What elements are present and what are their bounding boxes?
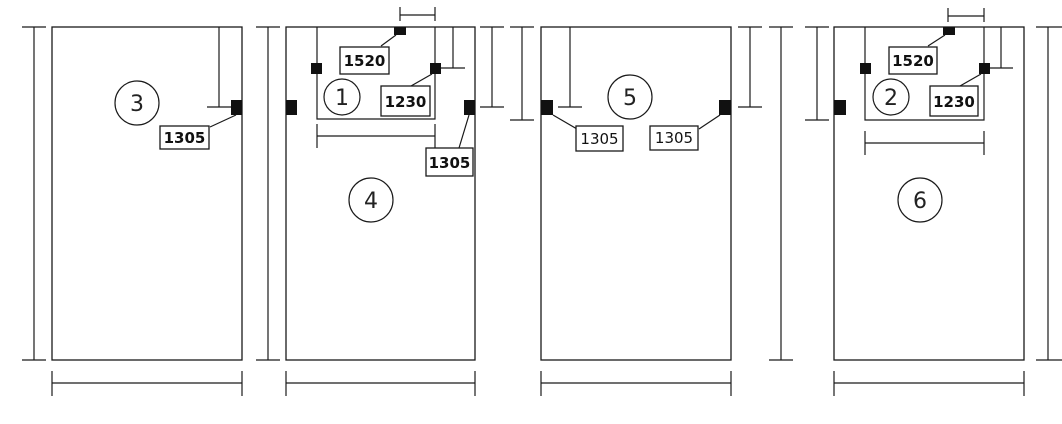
room-circle-1 [323,78,361,116]
room-number-2: 2 [884,86,898,111]
panel-6-fixture-left-wall [834,100,846,115]
panel-4-fixture-1305 [464,100,475,115]
tag-1305-b: 1305 [429,154,471,172]
unit-number-5: 5 [623,86,637,111]
tag-box-1305-c [575,125,624,152]
panel-3-outline [51,26,243,361]
panel-5: 1305 1305 5 [510,26,762,396]
tag-box-1230-b [929,85,979,117]
panel-3-fixture-1305 [231,100,242,115]
leader-1230-b [959,73,982,87]
unit-number-6: 6 [913,189,927,214]
unit-circle-4 [348,177,394,223]
leader-1305-c [552,114,578,130]
tag-1230-b: 1230 [933,93,975,111]
unit-number-4: 4 [364,189,378,214]
room-2-fixture-1230 [979,63,990,74]
tag-1520-b: 1520 [892,52,934,70]
unit-circle-5 [607,74,653,120]
unit-circle-3 [114,80,160,126]
tag-box-1305-b [425,147,474,177]
panel-3-tag-box [159,125,210,150]
panel-6: 1520 1230 2 6 [769,8,1062,396]
room-1-fixture-left [311,63,322,74]
tag-1305-c: 1305 [580,130,618,148]
tag-box-1520-b [888,46,938,75]
panel-5-fixture-1305-right [719,100,731,115]
tag-box-1520-a [339,46,390,75]
unit-number-3: 3 [130,92,144,117]
panel-3: 1305 3 [22,26,243,396]
leader-1520-b [927,34,946,47]
panel-4-fixture-left-wall [286,100,297,115]
room-2-fixture-1520 [943,27,955,35]
tag-1230-a: 1230 [385,93,427,111]
room-2-fixture-left [860,63,871,74]
room-1-fixture-1520 [394,27,406,35]
tag-1520-a: 1520 [344,52,386,70]
tag-box-1230-a [380,85,431,117]
tag-1305-d: 1305 [655,129,693,147]
panel-3-tag-1305: 1305 [164,129,206,147]
panel-3-leader [209,114,237,128]
room-1-fixture-1230 [430,63,441,74]
leader-1305-d [698,114,721,130]
leader-1230-a [410,73,433,87]
leader-1520-a [380,34,397,47]
room-number-1: 1 [335,86,349,111]
tag-box-1305-d [649,125,699,151]
leader-1305-b [458,114,470,149]
panel-4: 1520 1230 1305 1 4 [256,7,504,396]
panel-5-fixture-1305-left [541,100,553,115]
unit-circle-6 [897,177,943,223]
room-circle-2 [872,78,910,116]
